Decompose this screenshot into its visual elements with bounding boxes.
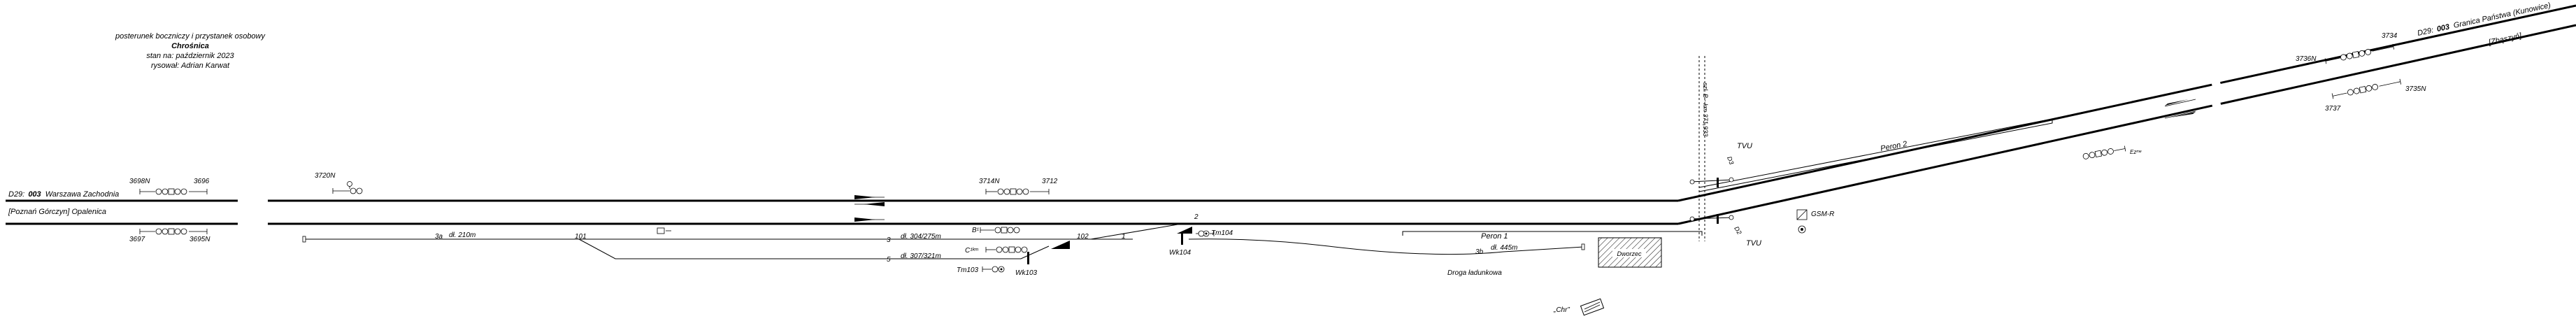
right-top-destination: Granica Państwa (Kunowice) [2453, 1, 2552, 30]
station-building-label: Dworzec [1617, 250, 1642, 257]
buffer-stop-3b [1581, 243, 1585, 250]
signal-3695N-label: 3695N [189, 236, 210, 243]
signal-ez-icon [2082, 145, 2126, 159]
loading-road-label: Droga ładunkowa [1447, 269, 1502, 277]
title-block: posterunek boczniczy i przystanek osobow… [115, 32, 266, 70]
signal-3720N-icon [332, 181, 363, 194]
switch-1-icon [1177, 227, 1192, 234]
crossover-markers [854, 195, 885, 222]
svg-text:D29: 003 Warszawa: D29: 003 Warszawa Zachodnia [8, 190, 119, 199]
signal-3714N-label: 3714N [979, 178, 1000, 185]
switch-1-label: 1 [1122, 233, 1126, 241]
signal-ez-label: Ezᵐᵉ [2130, 149, 2142, 155]
left-bottom-destination: [Poznań Górczyn] Opalenica [8, 208, 106, 216]
signal-3712-label: 3712 [1042, 178, 1058, 185]
signal-Tm103-icon [982, 266, 1005, 273]
right-signals: 3736N 3734 3737 3735N [2296, 32, 2426, 113]
signal-3720N-label: 3720N [315, 172, 336, 180]
track-3b [1188, 238, 1584, 255]
signal-Tm104-label: Tm104 [1211, 229, 1233, 237]
title-station-name: Chrośnica [171, 42, 209, 50]
kilometer-marker: szl. B - km 371,933 TVU TVU D3 D2 [1689, 56, 1761, 248]
title-date: stan na: październik 2023 [146, 52, 234, 60]
gsmr-label: GSM-R [1811, 211, 1834, 218]
track-3-label: 3 [887, 236, 891, 244]
track-3b-label: 3b [1475, 248, 1484, 256]
switch-102-label: 102 [1077, 233, 1089, 241]
signal-upper-right-icon [2324, 43, 2395, 64]
left-destinations: D29: 003 Warszawa Zachodnia [Poznań Górc… [8, 190, 119, 216]
main-track-upper-curve [1677, 4, 2576, 202]
main-track-lower-curve [1677, 24, 2576, 225]
derailer-Wk104-label: Wk104 [1169, 249, 1192, 257]
signal-B1-label: B¹ [972, 227, 980, 234]
station-building: Dworzec [1598, 237, 1662, 268]
station-code-label: „Chr” [1553, 306, 1570, 314]
platform-2 [1698, 118, 2053, 192]
signal-3698N-label: 3698N [129, 178, 150, 185]
track-labels: 3a dł. 210m 101 3 dł. 304/275m 5 dł. 307… [435, 213, 1517, 277]
right-bottom-destination: [Zbąszyń] [2487, 31, 2523, 47]
track-3a-label: 3a [435, 233, 443, 241]
signal-Tm104-icon [1196, 230, 1215, 237]
signal-B1-icon [980, 227, 1020, 234]
signal-3735N-label: 3735N [2405, 85, 2426, 93]
switch-2-label: 2 [1194, 213, 1198, 221]
km-label: szl. B - km 371,933 [1702, 83, 1709, 136]
station-code-icon [1580, 298, 1605, 316]
middle-signals: 3714N 3712 B¹ C¹ᵏᵐ [957, 178, 1233, 277]
signal-Tm103-label: Tm103 [957, 266, 979, 274]
signal-C1km-icon [985, 246, 1028, 253]
tvu-bottom-label: TVU [1746, 239, 1761, 248]
track-3a-length: dł. 210m [449, 231, 475, 239]
right-top-prefix: D29: [2417, 26, 2434, 38]
left-top-destination: Warszawa Zachodnia [45, 190, 120, 199]
signal-upper-left-icon [139, 188, 208, 195]
crossing-barrier-bottom-icon [1717, 214, 1719, 224]
gsmr-mast: GSM-R [1796, 209, 1834, 234]
platform-1-label: Peron 1 [1481, 232, 1508, 241]
tvu-top-label: TVU [1737, 142, 1752, 150]
buffer-stop-3a [302, 236, 306, 243]
derailer-Wk103-label: Wk103 [1015, 269, 1038, 277]
signal-3714N-icon [985, 188, 1050, 195]
track-5 [578, 238, 1050, 259]
left-top-prefix: D29: [8, 190, 24, 199]
switch-102-icon [1051, 241, 1070, 249]
platform-1 [1402, 231, 1703, 236]
station-code-marker: „Chr” [1553, 298, 1605, 316]
svg-text:D29: 003 Granica P: D29: 003 Granica Państwa (Kunowice) [2417, 1, 2552, 38]
signal-C1km-label: C¹ᵏᵐ [965, 247, 979, 255]
signal-3696-label: 3696 [194, 178, 210, 185]
left-signals: 3698N 3696 3697 3695N 3720N [129, 172, 363, 243]
signal-3734-label: 3734 [2382, 32, 2398, 40]
switch-101-label: 101 [575, 233, 587, 241]
signal-lower-right-icon [2331, 78, 2402, 99]
signal-3697-label: 3697 [129, 236, 145, 243]
track-3-length: dł. 304/275m [901, 233, 941, 241]
derail-near-3a [657, 227, 671, 234]
signal-3736N-label: 3736N [2296, 55, 2317, 63]
right-destinations: D29: 003 Granica Państwa (Kunowice) [Zbą… [2417, 1, 2552, 47]
d3-label: D3 [1726, 155, 1735, 165]
derailer-Wk103-icon [1027, 252, 1029, 264]
left-top-number: 003 [28, 190, 41, 199]
title-line-1: posterunek boczniczy i przystanek osobow… [115, 32, 266, 41]
derailer-Wk104-icon [1181, 232, 1183, 245]
right-top-number: 003 [2436, 22, 2450, 34]
sidings [302, 223, 1585, 259]
title-author: rysował: Adrian Karwat [151, 62, 230, 70]
connection-102 [1090, 223, 1182, 240]
track-5-length: dł. 307/321m [901, 252, 941, 260]
crossing-barrier-top-icon [1717, 178, 1719, 187]
track-5-label: 5 [887, 256, 891, 264]
track-3b-length: dł. 445m [1491, 244, 1517, 252]
d2-label: D2 [1733, 225, 1743, 236]
signal-lower-left-icon [139, 228, 208, 235]
signal-3737-label: 3737 [2325, 105, 2341, 113]
right-crossover-markers [2164, 99, 2196, 119]
main-tracks [6, 4, 2576, 225]
